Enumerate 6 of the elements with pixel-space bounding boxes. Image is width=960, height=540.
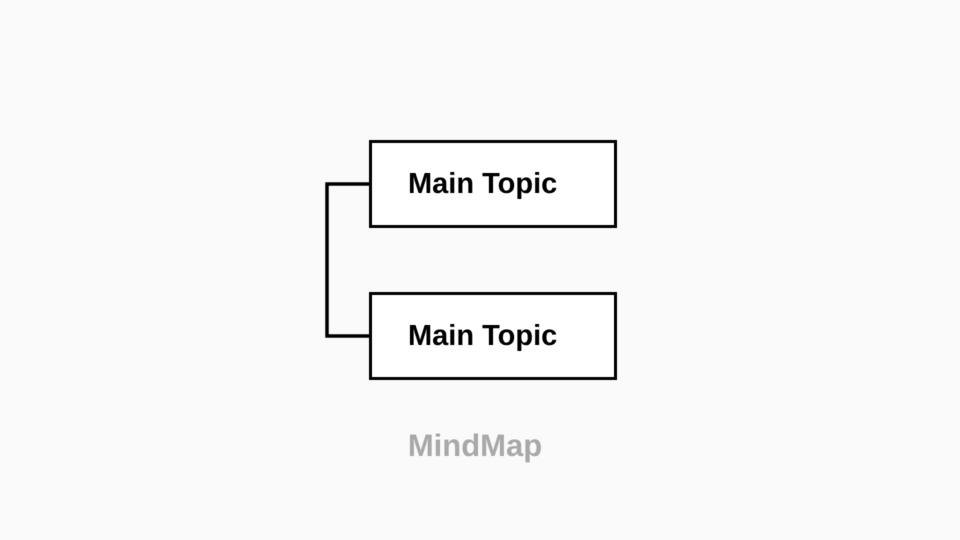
connector-line <box>325 182 369 338</box>
topic-label: Main Topic <box>408 168 558 200</box>
topic-label: Main Topic <box>408 320 558 352</box>
topic-box <box>369 292 617 380</box>
caption: MindMap <box>406 428 544 464</box>
topic-box <box>369 140 617 228</box>
